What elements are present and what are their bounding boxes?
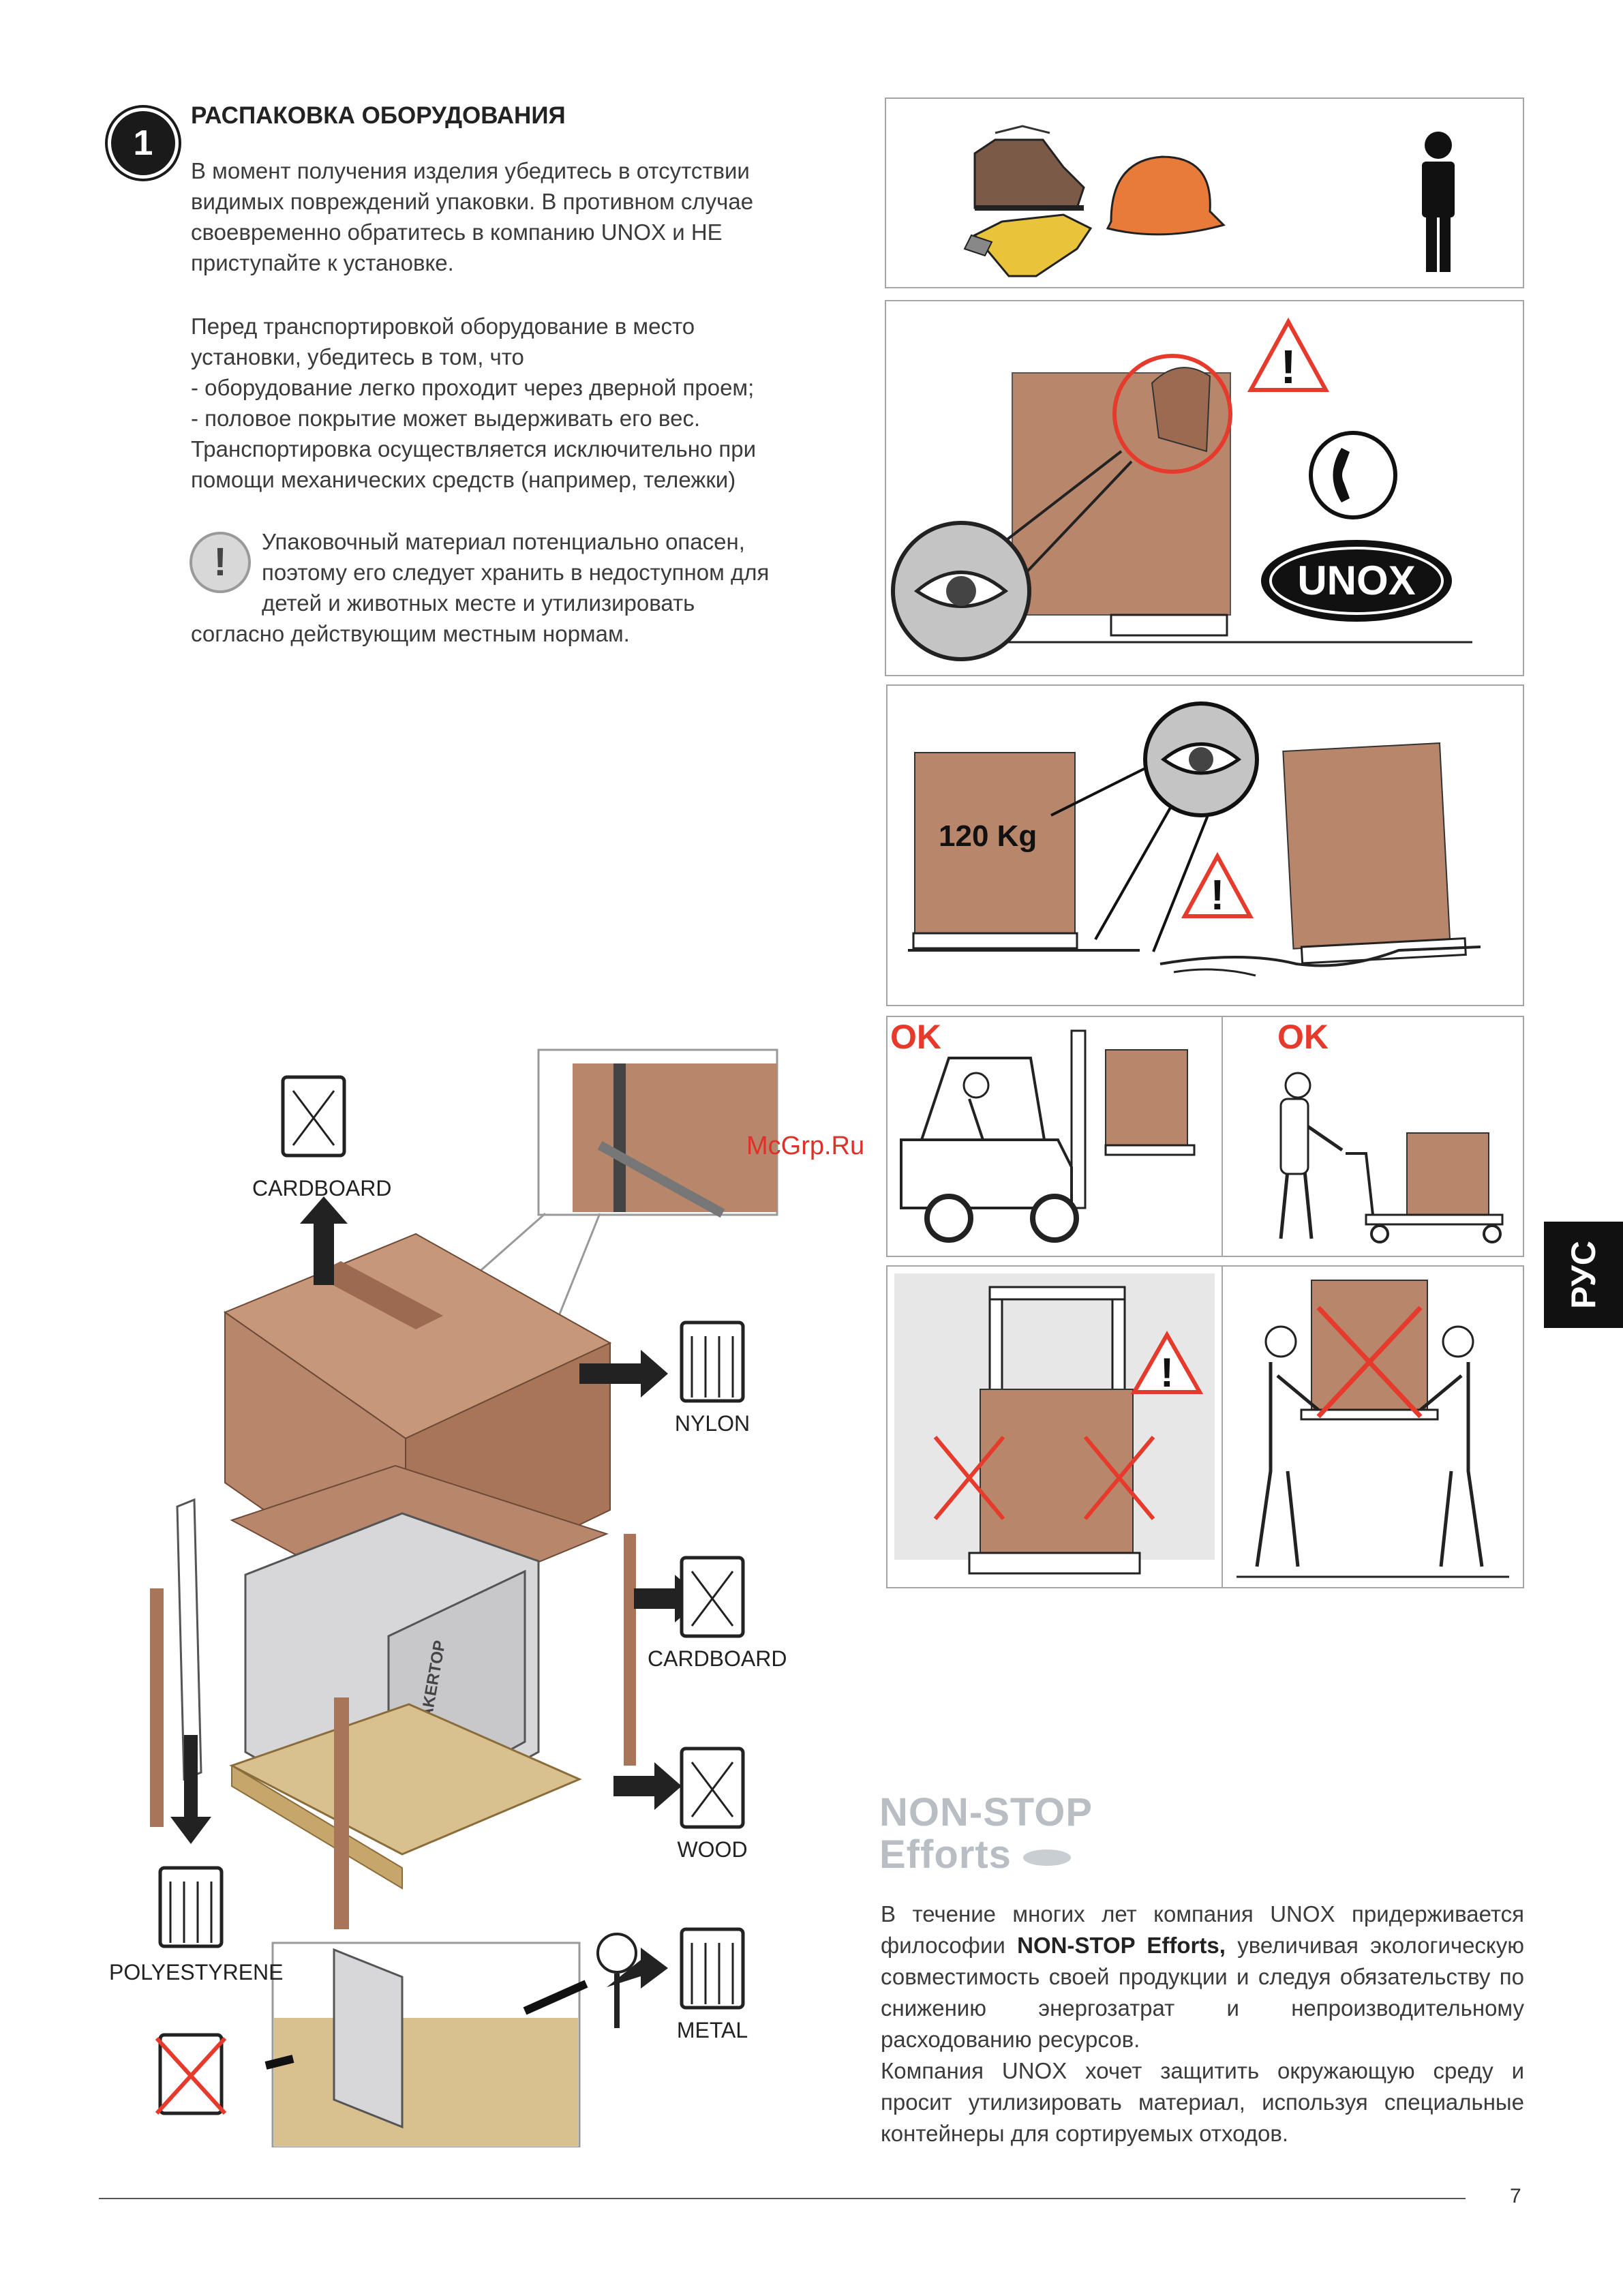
recycle-bin-wood-icon bbox=[680, 1747, 745, 1829]
page-number: 7 bbox=[1510, 2185, 1521, 2207]
unox-logo: UNOX bbox=[1261, 540, 1452, 622]
warning-triangle-icon: ! bbox=[1247, 317, 1330, 393]
eco-paragraph: В течение многих лет компания UNOX приде… bbox=[881, 1901, 1524, 2146]
panel-lift-wrong: ! bbox=[886, 1265, 1223, 1588]
bin-nylon-icon bbox=[680, 1320, 745, 1403]
warning-triangle-icon: ! bbox=[1181, 851, 1254, 919]
gloves-icon bbox=[963, 213, 1093, 277]
paragraph-warning: Упаковочный материал потенциально опасен… bbox=[262, 529, 770, 616]
bin-polystyrene-icon bbox=[158, 1866, 224, 1948]
language-tab: РУС bbox=[1544, 1222, 1623, 1328]
label-polystyrene: POLYESTYRENE bbox=[109, 1960, 284, 1984]
bin-metal-icon bbox=[680, 1927, 745, 2010]
safety-shoes-icon bbox=[973, 125, 1085, 211]
helmet-icon bbox=[1106, 155, 1226, 236]
nonstop-efforts-logo: NON-STOP Efforts bbox=[879, 1790, 1093, 1877]
svg-text:!: ! bbox=[1160, 1350, 1174, 1395]
unpacking-illustration: BAKERTOP bbox=[150, 1048, 778, 2149]
bin-forbidden-icon bbox=[155, 2033, 227, 2115]
svg-text:UNOX: UNOX bbox=[1297, 558, 1415, 603]
exclamation-icon: ! bbox=[189, 532, 251, 593]
leaf-icon bbox=[1023, 1849, 1072, 1866]
handtruck-illustration bbox=[1279, 1072, 1504, 1243]
label-metal: METAL bbox=[676, 2018, 748, 2042]
label-cardboard-top: CARDBOARD bbox=[252, 1176, 392, 1200]
svg-text:!: ! bbox=[1280, 340, 1296, 393]
label-cardboard-right: CARDBOARD bbox=[648, 1646, 787, 1671]
panel-manual-carry-wrong bbox=[1222, 1265, 1524, 1588]
label-nylon: NYLON bbox=[674, 1411, 750, 1436]
ok-label: OK bbox=[1277, 1018, 1329, 1056]
person-icon bbox=[1422, 132, 1455, 272]
paragraph-transport: Перед транспортировкой оборудование в ме… bbox=[191, 314, 757, 492]
recycle-bin-cardboard-icon bbox=[680, 1556, 745, 1638]
watermark: McGrp.Ru bbox=[746, 1132, 865, 1160]
pallet bbox=[1110, 614, 1228, 637]
panel-protective-equipment bbox=[885, 97, 1524, 288]
label-wood: WOOD bbox=[677, 1837, 748, 1862]
weight-floor-illustration: 120 Kg ! bbox=[908, 701, 1481, 977]
panel-damage-inspection: ! UNOX bbox=[885, 300, 1524, 676]
manual-carry-wrong-illustration bbox=[1237, 1280, 1509, 1578]
damaged-corner bbox=[1151, 367, 1211, 453]
panel-forklift-ok: OK bbox=[886, 1016, 1223, 1257]
paragraph-inspection: В момент получения изделия убедитесь в о… bbox=[191, 158, 754, 275]
phone-icon bbox=[1309, 431, 1397, 519]
recycle-bin-cardboard-icon bbox=[281, 1075, 346, 1158]
panel-handtruck-ok: OK bbox=[1222, 1016, 1524, 1257]
screw-icon bbox=[596, 1933, 637, 2028]
warning-triangle-icon: ! bbox=[1130, 1330, 1204, 1395]
magnify-ring bbox=[1112, 354, 1232, 474]
paragraph-warning-end: согласно действующим местным нормам. bbox=[191, 621, 630, 646]
svg-text:120 Kg: 120 Kg bbox=[939, 819, 1037, 853]
protective-equipment-illustration bbox=[963, 125, 1455, 277]
step-number-badge: 1 bbox=[108, 108, 179, 179]
unpacking-diagram: BAKERTOP CARDBOARD NYLON CARDBOARD WOOD bbox=[109, 1043, 791, 2149]
footer-divider bbox=[99, 2198, 1466, 2199]
svg-text:!: ! bbox=[1211, 872, 1225, 919]
forklift-illustration bbox=[900, 1029, 1196, 1243]
damage-inspection-illustration: ! UNOX bbox=[891, 317, 1472, 661]
section-title: РАСПАКОВКА ОБОРУДОВАНИЯ bbox=[191, 102, 566, 129]
ok-label: OK bbox=[890, 1018, 941, 1056]
lift-wrong-illustration: ! bbox=[894, 1273, 1215, 1575]
panel-weight-floor: 120 Kg ! bbox=[886, 684, 1524, 1006]
